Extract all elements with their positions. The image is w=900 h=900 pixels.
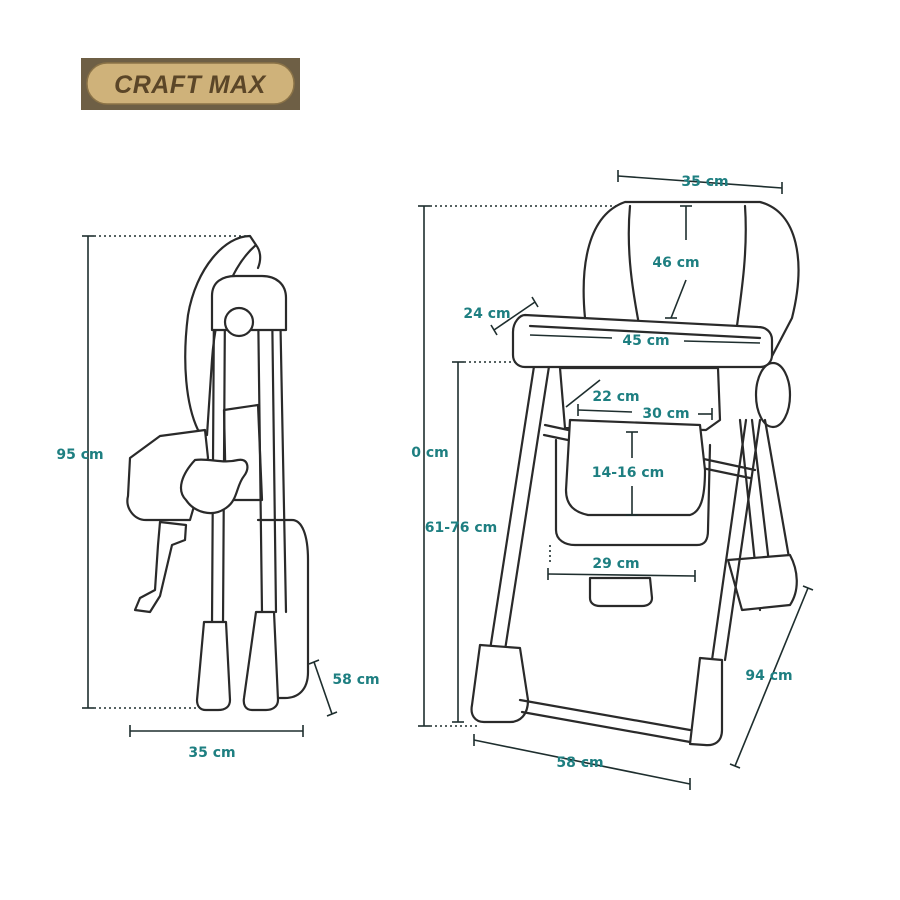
top-width-label: 35 cm: [681, 174, 728, 190]
tray-height-label: 61-76 cm: [425, 520, 498, 536]
side-depth-label: 58 cm: [332, 672, 379, 688]
base-width-label: 58 cm: [556, 755, 603, 771]
seat-width-label: 30 cm: [642, 406, 689, 422]
tray-width-label: 45 cm: [622, 333, 669, 349]
tray-depth-label: 24 cm: [463, 306, 510, 322]
seat-height-label: 14-16 cm: [592, 465, 665, 481]
side-view-chair: [126, 234, 310, 712]
backrest-height-label: 46 cm: [652, 255, 699, 271]
seat-depth-label: 22 cm: [592, 389, 639, 405]
side-height-label: 95 cm: [56, 447, 103, 463]
footrest-width-label: 29 cm: [592, 556, 639, 572]
dimension-labels: 95 cm 35 cm 58 cm 35 cm 46 cm 24 cm 45 c…: [56, 174, 792, 771]
brand-logo: CRAFT MAX: [81, 58, 300, 110]
dimension-lines: [82, 170, 814, 790]
brand-name: CRAFT MAX: [114, 71, 267, 99]
base-depth-label: 94 cm: [745, 668, 792, 684]
front-view-chair: [470, 200, 800, 747]
total-height-label: 0 cm: [411, 445, 449, 461]
side-width-label: 35 cm: [188, 745, 235, 761]
